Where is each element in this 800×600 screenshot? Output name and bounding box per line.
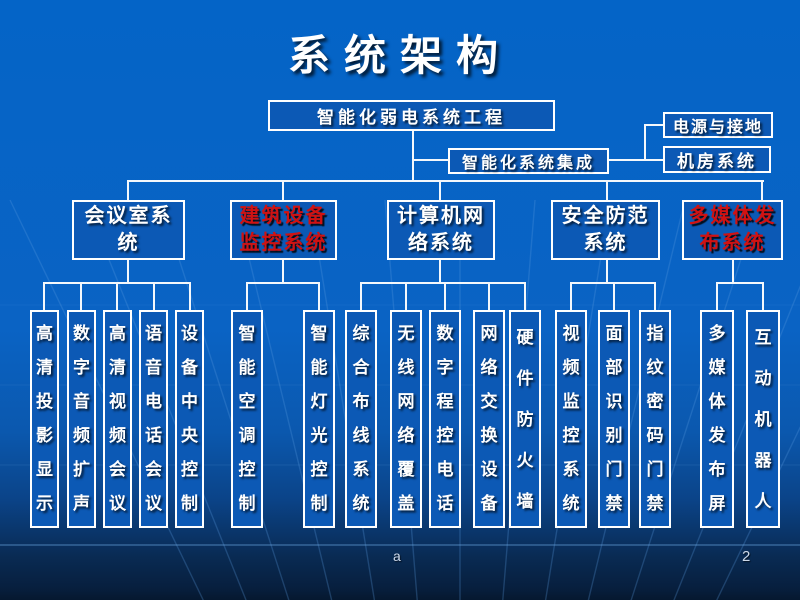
node-root-project: 智能化弱电系统工程 <box>268 100 555 131</box>
connector-line <box>439 260 441 284</box>
connector-line <box>444 283 446 310</box>
connector-line <box>570 283 572 310</box>
leaf-wireless-coverage: 无线网络覆盖 <box>390 310 422 528</box>
leaf-voice-phone-conference: 语音电话会议 <box>139 310 168 528</box>
connector-line <box>127 260 129 284</box>
connector-line <box>116 283 118 310</box>
leaf-smart-hvac-control: 智能空调控制 <box>231 310 263 528</box>
slide-title: 系统架构 <box>287 34 512 80</box>
connector-line <box>762 283 764 310</box>
node-power-grounding: 电源与接地 <box>663 112 773 138</box>
connector-line <box>405 283 407 310</box>
page-number: 2 <box>742 548 751 565</box>
connector-line <box>412 131 414 182</box>
leaf-digital-pbx-phone: 数字程控电话 <box>429 310 461 528</box>
leaf-central-equipment-control: 设备中央控制 <box>175 310 204 528</box>
connector-line <box>644 124 663 126</box>
connector-line <box>606 180 608 200</box>
leaf-video-surveillance: 视频监控系统 <box>555 310 587 528</box>
node-machine-room: 机房系统 <box>663 146 771 173</box>
branch-building-equipment-monitoring: 建筑设备监控系统 <box>230 200 337 260</box>
branch-computer-network: 计算机网络系统 <box>387 200 495 260</box>
branch-security-protection: 安全防范系统 <box>551 200 660 260</box>
leaf-digital-audio-amplification: 数字音频扩声 <box>67 310 96 528</box>
connector-line <box>716 283 718 310</box>
connector-line <box>613 283 615 310</box>
connector-line <box>716 282 764 284</box>
footer-note: a <box>393 548 401 564</box>
leaf-hd-video-conference: 高清视频会议 <box>103 310 132 528</box>
connector-line <box>488 283 490 310</box>
connector-line <box>282 260 284 284</box>
connector-line <box>127 180 129 200</box>
connector-line <box>282 180 284 200</box>
connector-line <box>360 282 526 284</box>
connector-line <box>412 159 448 161</box>
node-system-integration: 智能化系统集成 <box>448 148 609 174</box>
connector-line <box>644 124 646 161</box>
connector-line <box>127 180 764 182</box>
leaf-interactive-robot: 互动机器人 <box>746 310 780 528</box>
leaf-network-switching: 网络交换设备 <box>473 310 505 528</box>
connector-line <box>524 283 526 310</box>
leaf-multimedia-display-screen: 多媒体发布屏 <box>700 310 734 528</box>
connector-line <box>732 260 734 284</box>
leaf-structured-cabling: 综合布线系统 <box>345 310 377 528</box>
connector-line <box>318 283 320 310</box>
leaf-smart-lighting-control: 智能灯光控制 <box>303 310 335 528</box>
branch-multimedia-publishing: 多媒体发布系统 <box>682 200 783 260</box>
leaf-fingerprint-password-access: 指纹密码门禁 <box>639 310 671 528</box>
connector-line <box>43 283 45 310</box>
connector-line <box>80 283 82 310</box>
connector-line <box>153 283 155 310</box>
leaf-hd-projection-display: 高清投影显示 <box>30 310 59 528</box>
connector-line <box>606 260 608 284</box>
connector-line <box>360 283 362 310</box>
connector-line <box>189 283 191 310</box>
leaf-hardware-firewall: 硬件防火墙 <box>509 310 541 528</box>
leaf-face-recognition-access: 面部识别门禁 <box>598 310 630 528</box>
branch-conference-room: 会议室系统 <box>72 200 185 260</box>
connector-line <box>654 283 656 310</box>
connector-line <box>761 180 763 200</box>
connector-line <box>246 282 320 284</box>
connector-line <box>439 180 441 200</box>
connector-line <box>609 159 663 161</box>
connector-line <box>246 283 248 310</box>
